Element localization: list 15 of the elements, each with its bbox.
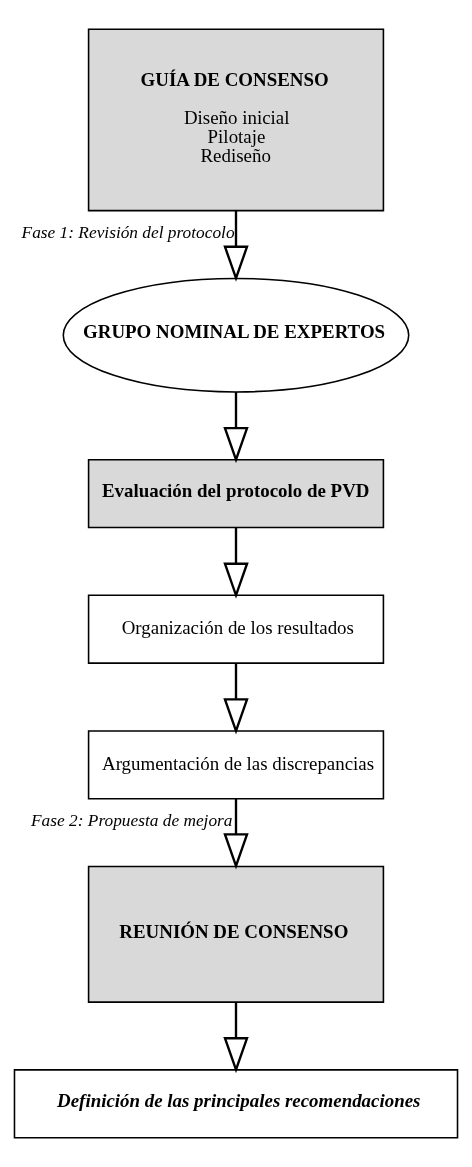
node-box: GUÍA DE CONSENSO Diseño inicial Pilotaje Rediseño	[87, 28, 385, 212]
arrow	[223, 663, 249, 735]
node-box: Organización de los resultados	[87, 594, 385, 664]
arrow	[223, 210, 249, 282]
arrow	[223, 798, 249, 870]
node-box: Evaluación del protocolo de PVD	[87, 458, 385, 529]
node-box: Argumentación de las discrepancias	[87, 730, 385, 800]
arrow	[223, 1002, 249, 1074]
node-box: Definición de las principales recomendaciones	[13, 1069, 459, 1139]
edge-label: Fase 2: Propuesta de mejora	[31, 810, 233, 830]
arrow	[223, 391, 249, 464]
arrow	[223, 527, 249, 599]
node-box: REUNIÓN DE CONSENSO	[87, 865, 385, 1003]
node-ellipse: GRUPO NOMINAL DE EXPERTOS	[62, 277, 410, 393]
edge-label: Fase 1: Revisión del protocolo	[21, 223, 235, 243]
